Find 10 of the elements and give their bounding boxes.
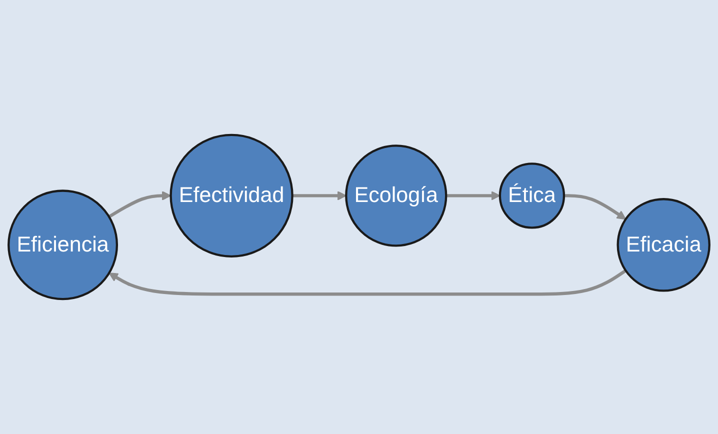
arrow	[108, 269, 627, 296]
arrow	[292, 190, 347, 200]
node-circle: Ecología	[345, 144, 448, 247]
arrow	[564, 194, 626, 220]
node-circle: Eficiencia	[8, 190, 118, 300]
node-circle: Efectividad	[170, 134, 294, 258]
node-circle: Eficacia	[616, 198, 710, 292]
node-circle: Ética	[498, 162, 566, 229]
arrow	[446, 190, 500, 200]
arrow	[108, 190, 172, 218]
